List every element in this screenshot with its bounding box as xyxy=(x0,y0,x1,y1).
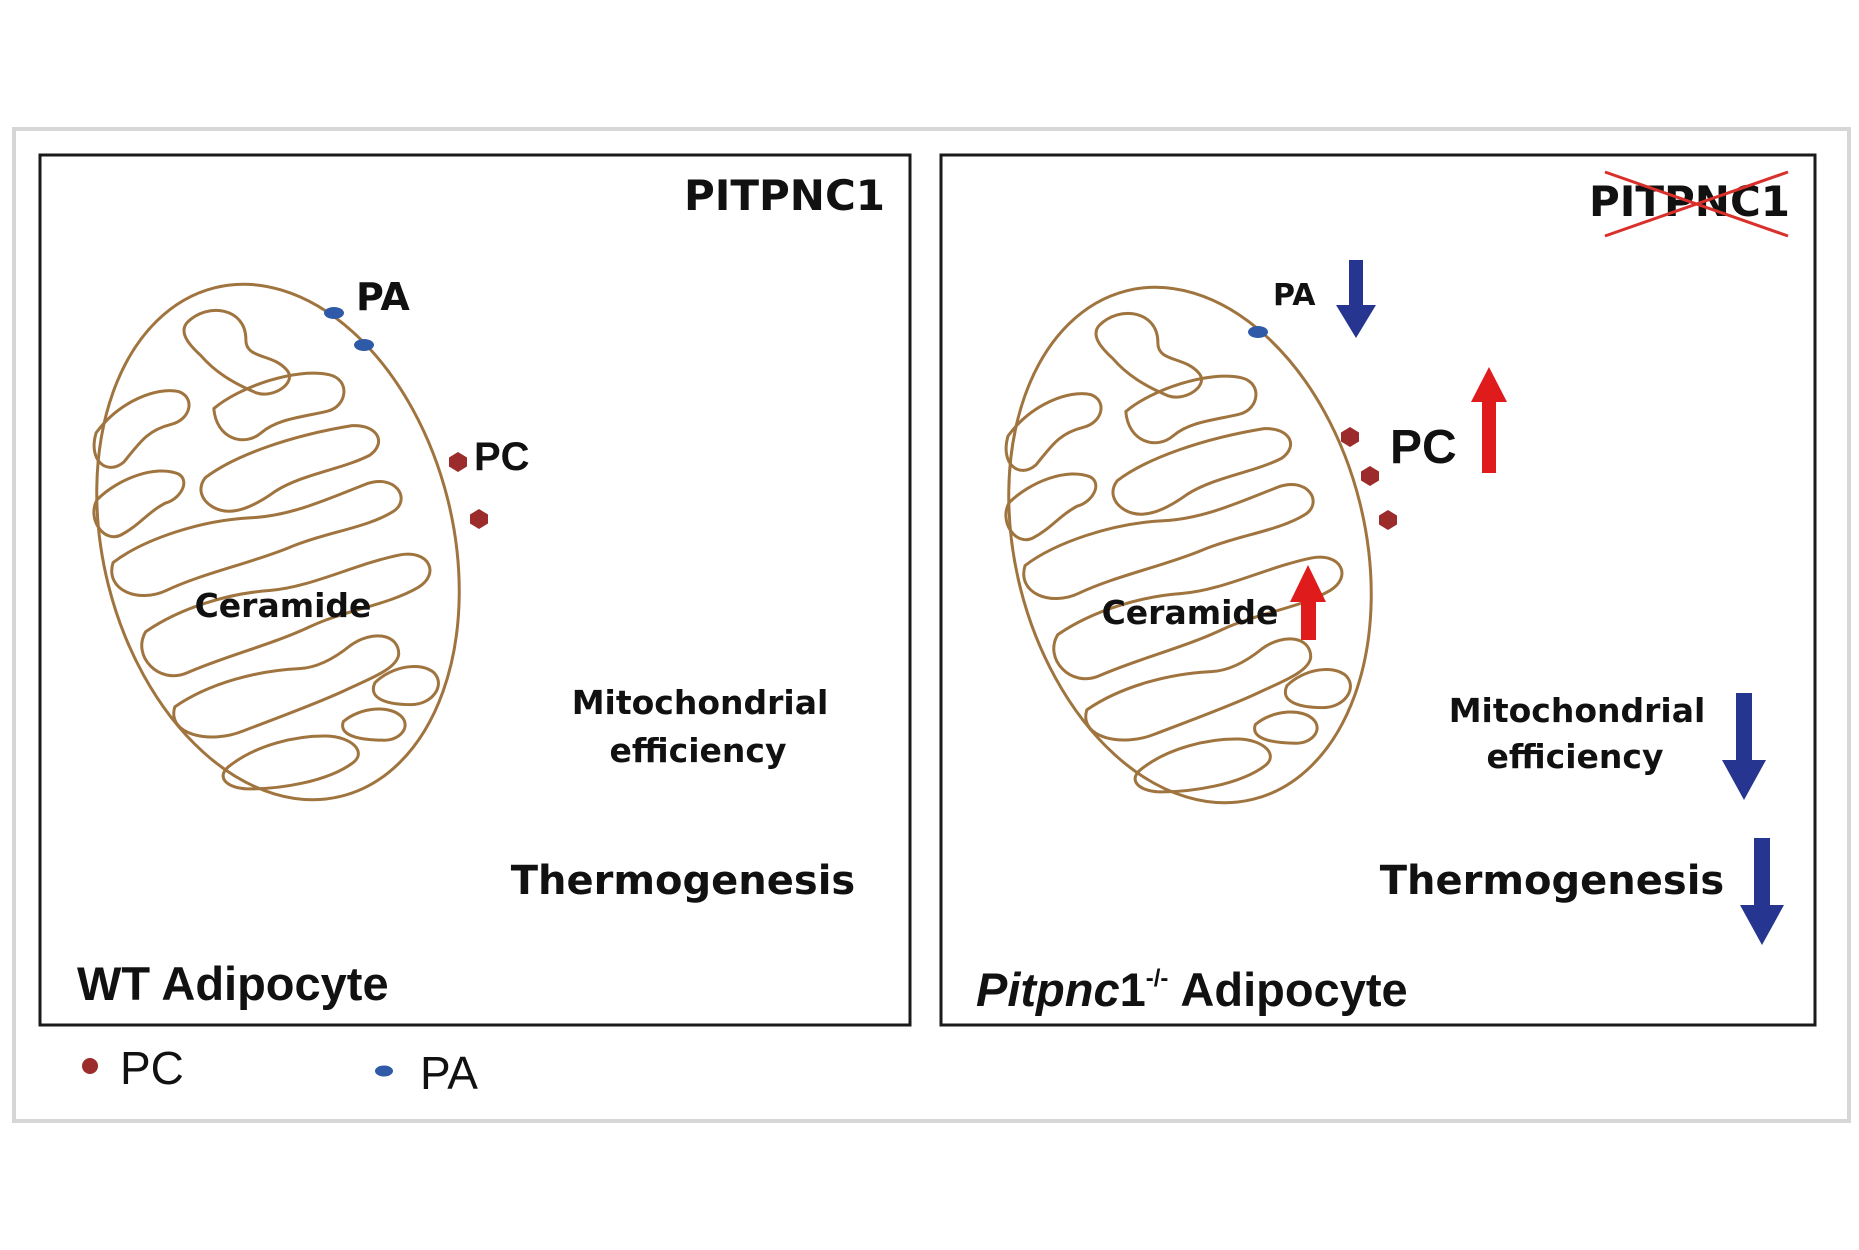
wt-pa-marker xyxy=(354,339,374,351)
ko-pc-increase-arrow-head xyxy=(1471,367,1507,402)
ko-ceramide-label: Ceramide xyxy=(1102,593,1279,632)
ko-mito-decrease-arrow xyxy=(1722,693,1766,800)
ko-mito-efficiency-line1: Mitochondrial xyxy=(1449,691,1706,730)
wt-ceramide-label: Ceramide xyxy=(195,586,372,625)
ko-mito-efficiency-line2: efficiency xyxy=(1486,737,1663,776)
ko-pa-marker xyxy=(1248,326,1268,338)
ko-panel: PITPNC1 PA PC Ceramide Mitochondrial eff… xyxy=(939,153,1817,1027)
ko-ceramide-increase-arrow xyxy=(1301,600,1316,640)
wt-thermogenesis-label: Thermogenesis xyxy=(511,858,855,904)
legend-pc-label: PC xyxy=(120,1042,184,1094)
legend-pa-marker xyxy=(375,1065,393,1077)
ko-ceramide-increase-arrow-head xyxy=(1290,565,1326,602)
ko-pa-decrease-arrow xyxy=(1336,260,1376,338)
wt-pa-label: PA xyxy=(356,275,410,319)
ko-thermogenesis-decrease-arrow xyxy=(1740,838,1784,945)
wt-pa-marker xyxy=(324,307,344,319)
ko-title-gene: Pitpnc xyxy=(976,963,1120,1016)
ko-panel-title: Pitpnc1-/- Adipocyte xyxy=(976,963,1408,1016)
wt-pc-label: PC xyxy=(474,435,530,479)
ko-pa-label: PA xyxy=(1273,278,1316,313)
wt-protein-label: PITPNC1 xyxy=(684,171,885,220)
ko-pc-increase-arrow xyxy=(1482,400,1496,473)
wt-panel: PITPNC1 PA PC Ceramide Mitochondrial eff… xyxy=(38,153,912,1027)
ko-thermogenesis-label: Thermogenesis xyxy=(1380,858,1724,904)
wt-mito-efficiency-line1: Mitochondrial xyxy=(572,683,829,722)
legend: PC PA xyxy=(82,1042,478,1099)
ko-pc-label: PC xyxy=(1390,421,1457,474)
legend-pc-marker xyxy=(82,1058,98,1074)
legend-pa-label: PA xyxy=(420,1047,478,1099)
ko-title-cell: Adipocyte xyxy=(1180,963,1407,1016)
ko-protein-strike-mark xyxy=(1604,170,1789,238)
ko-title-gene-number: 1 xyxy=(1120,963,1146,1016)
wt-panel-title: WT Adipocyte xyxy=(77,957,389,1010)
ko-title-superscript: -/- xyxy=(1146,965,1169,992)
wt-mito-efficiency-line2: efficiency xyxy=(609,731,786,770)
